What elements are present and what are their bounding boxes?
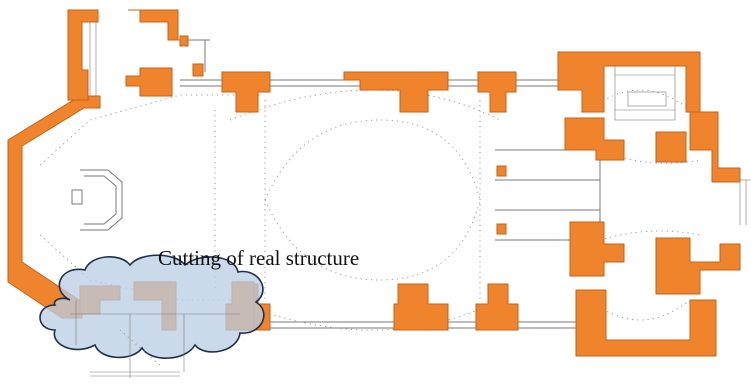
north-pier-2 [343, 71, 449, 113]
tower-stairs [614, 59, 751, 225]
sacristy-post-2 [179, 35, 189, 47]
tower-north-wall [557, 51, 701, 113]
tower-south-inner [569, 221, 625, 277]
cut-annotation-label: Cutting of real structure [158, 246, 360, 270]
south-pier-3 [475, 283, 519, 331]
south-pier-2 [393, 283, 449, 331]
north-pier-3 [477, 71, 517, 113]
sacristy-wall-left [67, 9, 99, 101]
mid-block-south [496, 223, 507, 235]
tower-inner-north [564, 117, 625, 161]
tower-inner-box [655, 131, 687, 163]
tower-south-east [655, 237, 741, 295]
sacristy-wall-right [128, 9, 179, 41]
sacristy-wall-bottom [125, 67, 173, 97]
mid-block-north [496, 165, 507, 177]
cut-region-cloud [39, 254, 265, 378]
tower-east-wall [689, 111, 741, 183]
north-pier-1 [221, 71, 271, 113]
sacristy-post [192, 63, 204, 77]
tower-south-wall [575, 289, 717, 357]
altar [71, 169, 123, 231]
